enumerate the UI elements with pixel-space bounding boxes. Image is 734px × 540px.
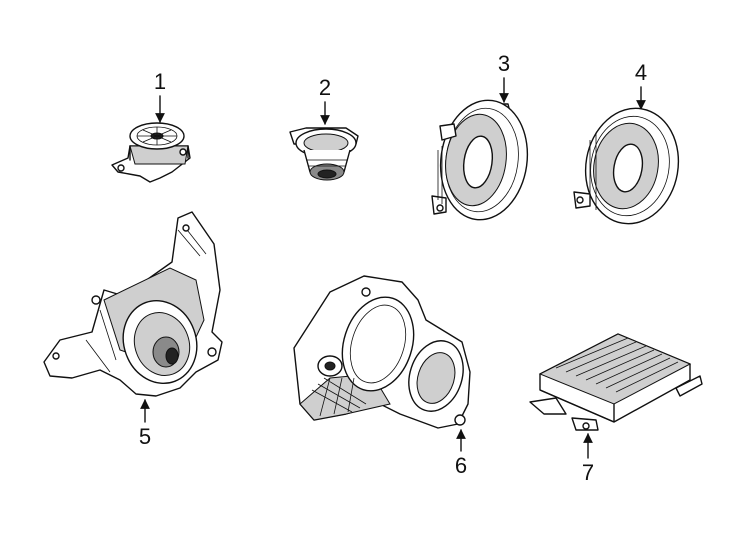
tweeter-speaker-icon (111, 122, 191, 183)
front-door-speaker-icon (431, 99, 529, 221)
callout-label-5: 5 (138, 424, 152, 449)
small-speaker-icon (289, 127, 359, 181)
callout-label-7: 7 (581, 460, 595, 485)
subwoofer-enclosure-icon (293, 275, 471, 429)
rear-door-speaker-icon (573, 107, 680, 225)
amplifier-icon (529, 333, 703, 431)
leader-arrows (140, 77, 646, 459)
callout-label-1: 1 (153, 69, 167, 94)
callout-label-4: 4 (634, 60, 648, 85)
callout-label-3: 3 (497, 51, 511, 76)
callout-label-6: 6 (454, 453, 468, 478)
callout-label-2: 2 (318, 75, 332, 100)
subwoofer-bracket-icon (43, 211, 223, 397)
